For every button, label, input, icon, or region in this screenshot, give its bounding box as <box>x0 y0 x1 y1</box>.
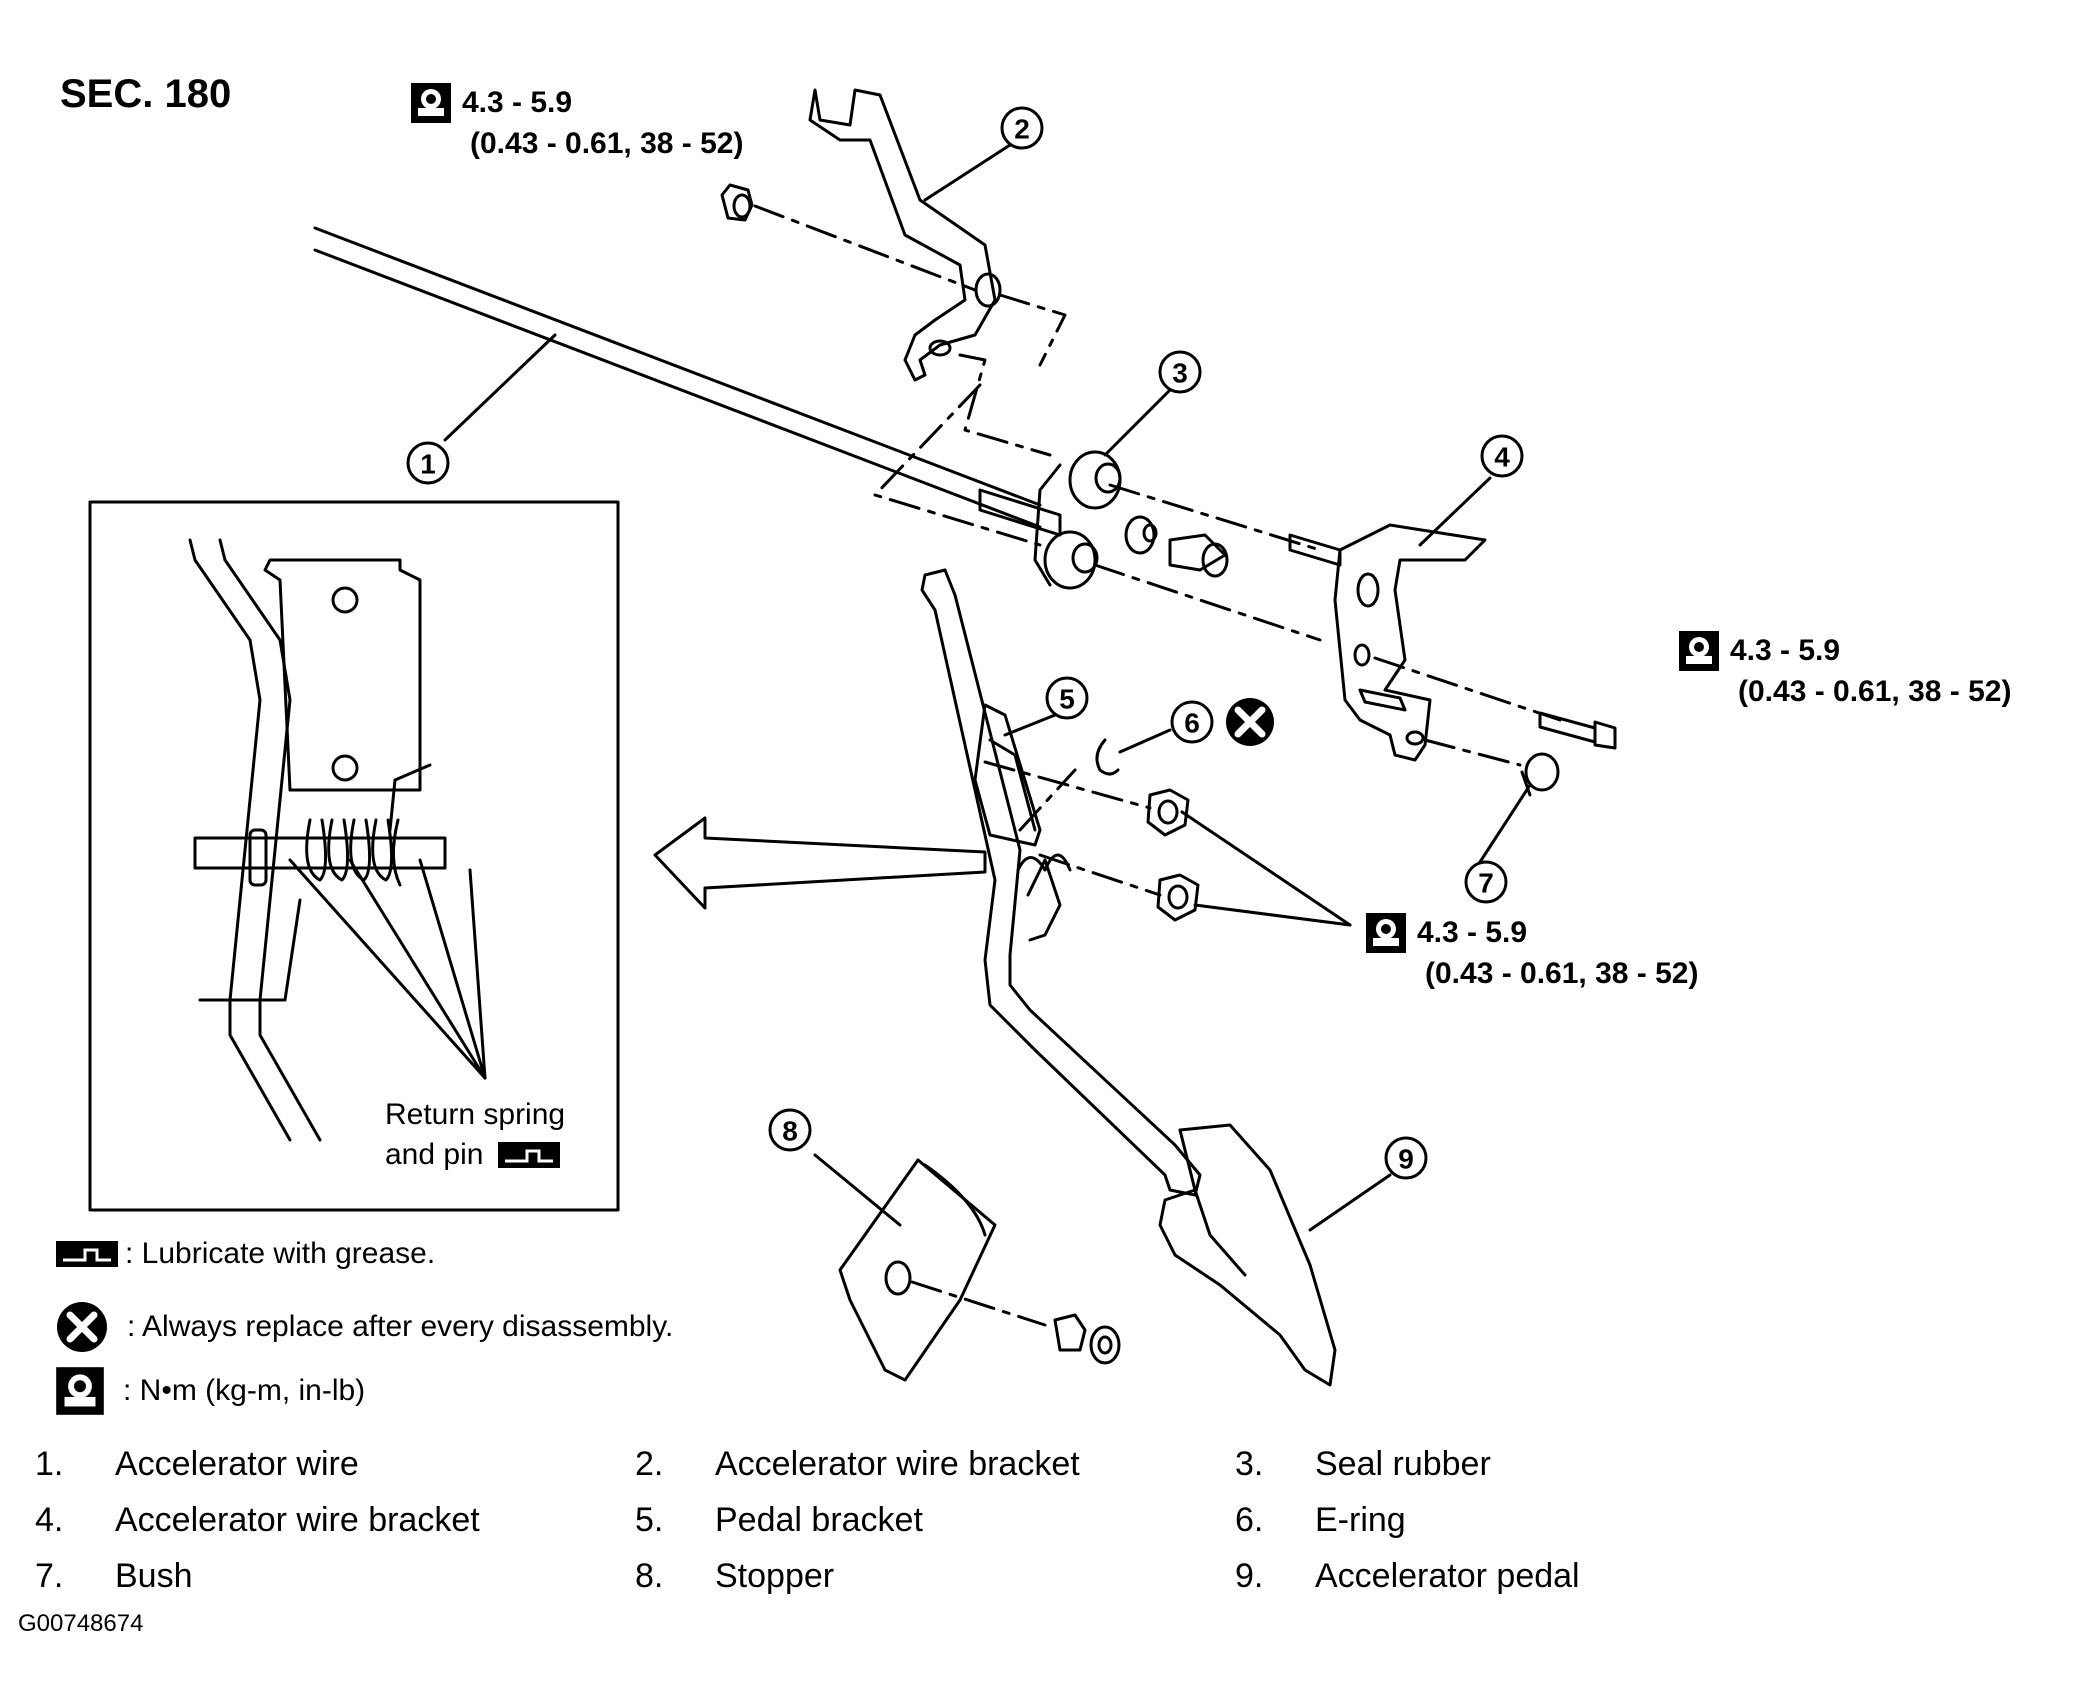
callout-5-number: 5 <box>1059 684 1075 715</box>
parts-row: 4.Accelerator wire bracket 5.Pedal brack… <box>35 1492 1835 1548</box>
lower-wire-bracket <box>1333 523 1617 767</box>
part-item: 8.Stopper <box>635 1556 835 1595</box>
part-item: 9.Accelerator pedal <box>1235 1556 1580 1595</box>
callout-8 <box>768 1108 812 1152</box>
legend-torque: : N•m (kg-m, in-lb) <box>55 1366 365 1416</box>
part-item: 1.Accelerator wire <box>35 1444 359 1483</box>
return-spring-label-line2: and pin <box>385 1138 484 1171</box>
return-spring-label: Return spring and pin <box>385 1095 565 1175</box>
torque-wrench-icon <box>56 1367 104 1415</box>
legend-torque-text: : N•m (kg-m, in-lb) <box>123 1374 366 1407</box>
grease-icon <box>498 1142 561 1168</box>
callout-7 <box>1464 860 1508 904</box>
parts-list: 1.Accelerator wire 2.Accelerator wire br… <box>35 1436 1835 1604</box>
torque-spec-right: 4.3 - 5.9 (0.43 - 0.61, 38 - 52) <box>1678 630 2012 712</box>
part-item: 4.Accelerator wire bracket <box>35 1500 480 1539</box>
torque-wrench-icon <box>1679 631 1719 671</box>
return-spring-label-line1: Return spring <box>385 1098 566 1131</box>
torque-wrench-icon <box>1366 913 1406 953</box>
part-item: 5.Pedal bracket <box>635 1500 923 1539</box>
callout-4 <box>1480 434 1524 478</box>
part-item: 2.Accelerator wire bracket <box>635 1444 1080 1483</box>
part-item: 7.Bush <box>35 1556 193 1595</box>
torque-units: (0.43 - 0.61, 38 - 52) <box>470 127 744 160</box>
torque-units: (0.43 - 0.61, 38 - 52) <box>1738 675 2012 708</box>
upper-wire-bracket <box>720 88 1067 547</box>
callout-3 <box>1158 350 1202 394</box>
callout-9 <box>1384 1136 1428 1180</box>
callout-1-number: 1 <box>420 449 436 480</box>
part-item: 3.Seal rubber <box>1235 1444 1491 1483</box>
callout-9-number: 9 <box>1398 1144 1414 1175</box>
legend-replace: : Always replace after every disassembly… <box>55 1300 673 1354</box>
accelerator-wire <box>313 226 1062 537</box>
callout-6 <box>1170 700 1214 744</box>
return-spring-inset <box>88 500 620 1212</box>
callout-4-number: 4 <box>1494 442 1510 473</box>
legend-replace-text: : Always replace after every disassembly… <box>127 1310 674 1343</box>
pedal-assembly <box>920 568 1337 1387</box>
part-item: 6.E-ring <box>1235 1500 1406 1539</box>
torque-units: (0.43 - 0.61, 38 - 52) <box>1425 957 1699 990</box>
torque-value: 4.3 - 5.9 <box>1417 916 1528 949</box>
always-replace-icon <box>57 1302 107 1352</box>
detail-arrow <box>653 816 987 910</box>
parts-row: 1.Accelerator wire 2.Accelerator wire br… <box>35 1436 1835 1492</box>
torque-wrench-icon <box>411 83 451 123</box>
parts-row: 7.Bush 8.Stopper 9.Accelerator pedal <box>35 1548 1835 1604</box>
section-title: SEC. 180 <box>60 72 232 116</box>
callout-8-number: 8 <box>782 1116 798 1147</box>
callout-1 <box>406 441 450 485</box>
callout-7-number: 7 <box>1478 868 1494 899</box>
callout-leaders <box>443 143 1532 1232</box>
figure-code: G00748674 <box>18 1610 144 1637</box>
callout-3-number: 3 <box>1172 358 1188 389</box>
torque-spec-pedal: 4.3 - 5.9 (0.43 - 0.61, 38 - 52) <box>1365 912 1699 994</box>
grease-icon <box>56 1241 118 1267</box>
stopper <box>838 1158 1121 1382</box>
legend-grease-text: : Lubricate with grease. <box>125 1237 436 1270</box>
torque-spec-top: 4.3 - 5.9 (0.43 - 0.61, 38 - 52) <box>410 82 744 164</box>
legend-grease: : Lubricate with grease. <box>55 1237 435 1271</box>
callout-6-number: 6 <box>1184 708 1200 739</box>
seal-rubber <box>1033 450 1342 642</box>
callout-2-number: 2 <box>1014 114 1030 145</box>
torque-value: 4.3 - 5.9 <box>462 86 573 119</box>
bush <box>1520 752 1560 797</box>
callout-2 <box>1000 106 1044 150</box>
callout-5 <box>1045 676 1089 720</box>
callout-circles <box>406 106 1524 1180</box>
always-replace-icon <box>1226 698 1274 746</box>
torque-value: 4.3 - 5.9 <box>1730 634 1841 667</box>
